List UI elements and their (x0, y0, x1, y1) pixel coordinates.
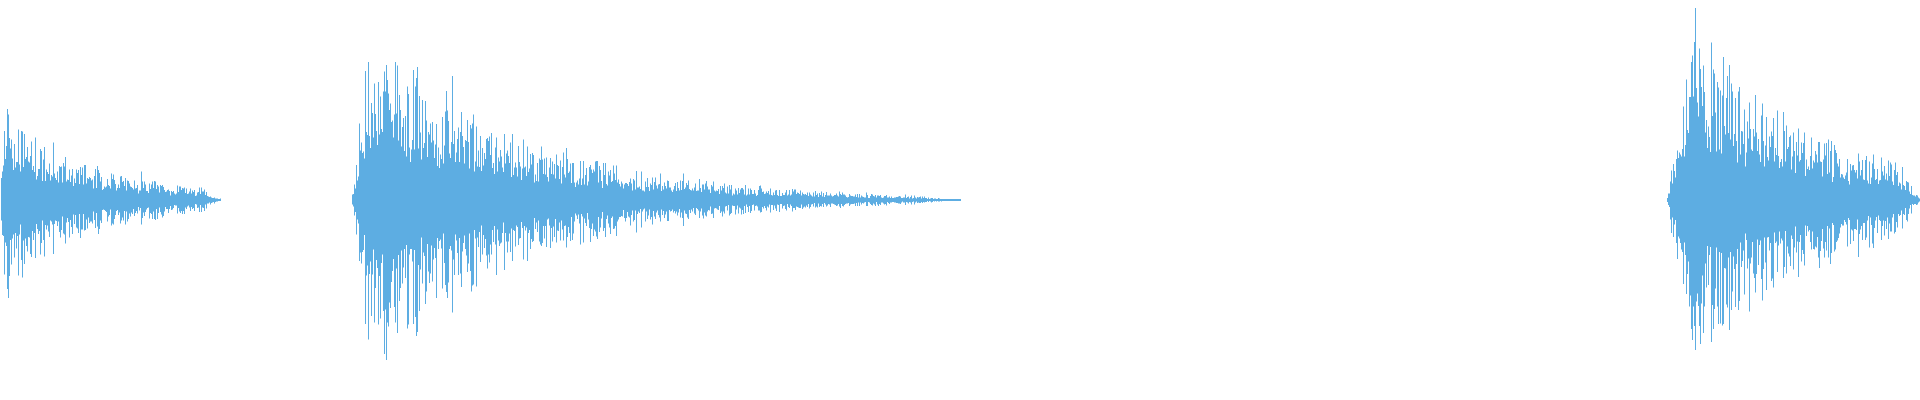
waveform-samples (1, 7, 1920, 361)
